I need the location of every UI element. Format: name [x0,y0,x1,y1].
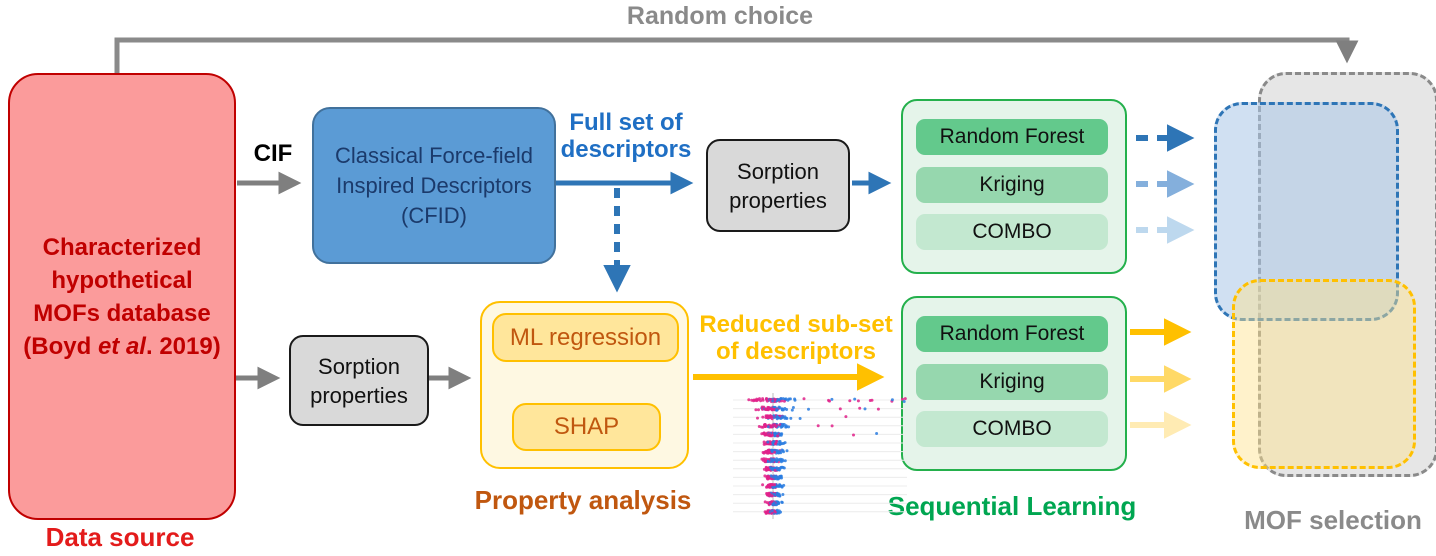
combo-item-top: COMBO [916,214,1108,250]
sorption-properties-box-bottom: Sorption properties [289,335,429,426]
reduced-subset-label: Reduced sub-set of descriptors [699,311,893,365]
full-set-label: Full set of descriptors [560,109,692,163]
mof-database-box: Characterized hypothetical MOFs database… [8,73,236,520]
mof-selection-caption: MOF selection [1244,505,1422,535]
ml-regression-box: ML regression [492,313,679,362]
cfid-box: Classical Force-field Inspired Descripto… [312,107,556,264]
sorption-top-text: Sorption properties [729,158,827,213]
sorption-properties-box-top: Sorption properties [706,139,850,232]
combo-item-bottom: COMBO [916,411,1108,447]
cif-label: CIF [253,140,293,167]
sequential-learning-box-top: Random Forest Kriging COMBO [901,99,1127,274]
kriging-item-top: Kriging [916,167,1108,203]
random-forest-item-bottom: Random Forest [916,316,1108,352]
shap-beeswarm-plot [733,393,907,519]
data-source-caption: Data source [45,522,195,552]
random-forest-item-top: Random Forest [916,119,1108,155]
kriging-item-bottom: Kriging [916,364,1108,400]
mof-selection-region-reduced-set [1232,279,1416,469]
property-analysis-caption: Property analysis [474,485,692,515]
property-analysis-box: ML regression SHAP [480,301,689,469]
sorption-bottom-text: Sorption properties [310,353,408,408]
random-choice-arrow [114,37,1359,73]
sequential-learning-box-bottom: Random Forest Kriging COMBO [901,296,1127,471]
mof-database-text: Characterized hypothetical MOFs database… [23,233,221,360]
cfid-text: Classical Force-field Inspired Descripto… [334,142,534,228]
sequential-learning-caption: Sequential Learning [887,491,1137,521]
shap-box: SHAP [512,403,661,451]
random-choice-label: Random choice [626,2,814,30]
